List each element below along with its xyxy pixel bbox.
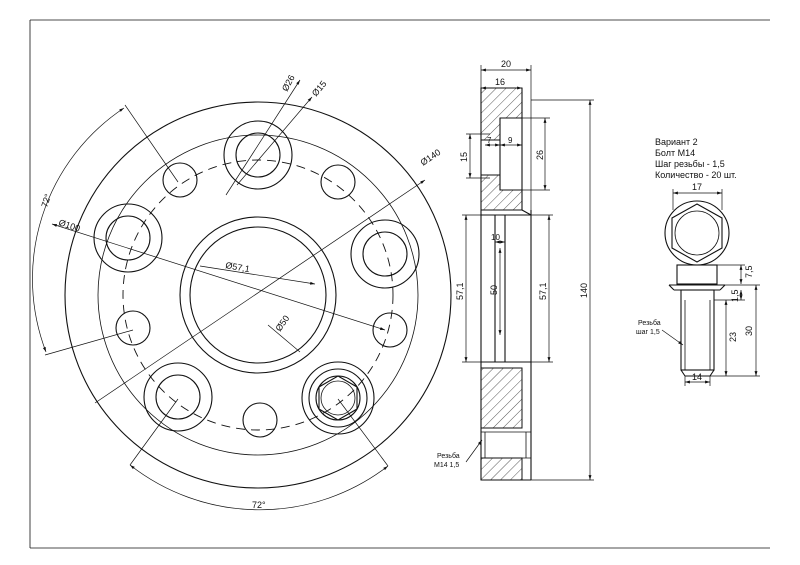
dim-h26: 26 bbox=[535, 150, 545, 160]
bolt-side-view bbox=[668, 264, 726, 377]
flange-front-view: 72° 72° Ø140 Ø100 Ø57,1 Ø50 Ø26 Ø15 bbox=[32, 73, 452, 511]
center-bore-inner bbox=[189, 226, 327, 364]
counterbored-hole-top bbox=[223, 120, 293, 190]
section-hatched-threadarea bbox=[480, 457, 523, 481]
thread-label-bolt-1: Резьба bbox=[638, 319, 661, 327]
dim-d140: Ø140 bbox=[419, 147, 443, 168]
section-outline bbox=[480, 87, 532, 481]
dim-h1-5: 1,5 bbox=[730, 289, 740, 302]
dim-h15: 15 bbox=[459, 152, 469, 162]
small-hole-3 bbox=[115, 310, 151, 346]
counterbored-hole-right bbox=[350, 219, 420, 289]
bolt-head-bottom-right bbox=[301, 361, 375, 435]
dim-w7: 7 bbox=[487, 136, 492, 145]
thread-label-section-2: M14 1,5 bbox=[434, 462, 459, 469]
drawing-frame bbox=[29, 19, 770, 549]
small-hole-1 bbox=[162, 162, 198, 198]
thread-label-bolt-2: шаг 1,5 bbox=[636, 329, 660, 336]
dim-h30: 30 bbox=[744, 326, 754, 336]
dim-h57-left: 57,1 bbox=[455, 282, 465, 300]
counterbored-hole-bottom-left bbox=[143, 362, 213, 432]
small-hole-4 bbox=[372, 312, 408, 348]
flange-section-view: 20 16 7 9 15 26 10 57,1 50 57,1 140 Резь… bbox=[434, 59, 594, 481]
bolt-detail: Вариант 2 Болт М14 Шаг резьбы - 1,5 Коли… bbox=[636, 137, 760, 386]
dim-h50: 50 bbox=[489, 285, 499, 295]
section-hatched-upper bbox=[480, 87, 523, 141]
dim-w9: 9 bbox=[508, 136, 513, 145]
flange-dimension-lines bbox=[32, 79, 426, 511]
bolt-top-view bbox=[664, 189, 730, 266]
center-bore-outer bbox=[179, 216, 337, 374]
section-hatched-lower bbox=[480, 367, 523, 429]
dim-h57-right: 57,1 bbox=[538, 282, 548, 300]
dim-w20: 20 bbox=[501, 59, 511, 69]
bolt-info-line-3: Шаг резьбы - 1,5 bbox=[655, 159, 725, 169]
dim-d50: Ø50 bbox=[273, 313, 291, 333]
dim-h23: 23 bbox=[728, 332, 738, 342]
dim-d26: Ø26 bbox=[280, 73, 297, 93]
dim-w17: 17 bbox=[692, 182, 702, 192]
bolt-info-line-1: Вариант 2 bbox=[655, 137, 698, 147]
dim-d100: Ø100 bbox=[57, 217, 81, 233]
bolt-info-line-2: Болт М14 bbox=[655, 148, 695, 158]
counterbored-hole-left bbox=[93, 203, 163, 273]
bolt-dimension-lines bbox=[661, 264, 760, 386]
dim-angle-top: 72° bbox=[39, 192, 53, 208]
bolt-info-line-4: Количество - 20 шт. bbox=[655, 170, 737, 180]
dim-w10: 10 bbox=[491, 233, 500, 242]
dim-w16: 16 bbox=[495, 77, 505, 87]
dim-angle-bottom: 72° bbox=[252, 500, 266, 510]
dim-d57: Ø57,1 bbox=[225, 260, 251, 274]
thread-label-section-1: Резьба bbox=[437, 452, 460, 460]
dim-h7-5: 7,5 bbox=[744, 265, 754, 278]
dim-w14: 14 bbox=[692, 372, 702, 382]
dim-h140: 140 bbox=[579, 283, 589, 298]
section-hatched-collar bbox=[480, 174, 523, 211]
small-hole-2 bbox=[320, 164, 356, 200]
section-dimension-lines bbox=[462, 65, 594, 481]
small-hole-5 bbox=[242, 402, 278, 438]
dim-d15: Ø15 bbox=[310, 79, 329, 98]
